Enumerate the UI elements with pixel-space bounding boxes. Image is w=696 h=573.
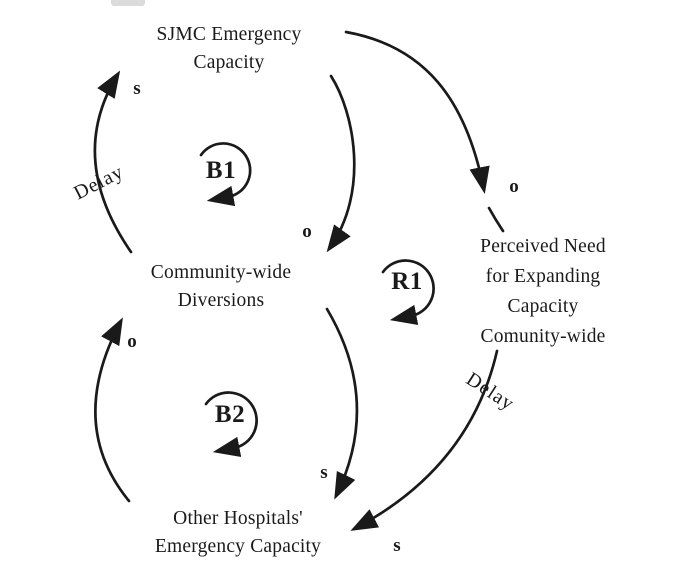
arrow-other-to-diversions <box>94 317 131 503</box>
loop-label-b2: B2 <box>214 401 246 428</box>
node-other-line1: Other Hospitals' <box>173 508 303 529</box>
node-diversions-line2: Diversions <box>177 290 265 311</box>
node-diversions-line1: Community-wide <box>150 262 292 283</box>
arrow-diversions-to-sjmc <box>93 70 133 254</box>
node-other-line2: Emergency Capacity <box>154 536 322 557</box>
polarity-other-to-diversions: o <box>127 331 137 352</box>
polarity-perceived-to-other: s <box>393 535 401 556</box>
node-other-hospitals-emergency-capacity: Other Hospitals' Emergency Capacity <box>155 505 321 561</box>
node-community-wide-diversions: Community-wide Diversions <box>151 259 291 315</box>
node-perceived-need: Perceived Need for Expanding Capacity Co… <box>480 232 606 352</box>
arrow-perceived-to-other <box>350 349 499 531</box>
node-sjmc-line2: Capacity <box>193 52 265 73</box>
loop-r1-arc <box>381 259 435 326</box>
arrow-sjmc-to-perceived-tail <box>487 206 505 233</box>
polarity-sjmc-to-perceived: o <box>509 176 519 197</box>
loop-label-b1: B1 <box>205 157 237 184</box>
node-perceived-line4: Comunity-wide <box>480 326 606 347</box>
arrow-sjmc-to-diversions <box>326 74 356 253</box>
arrow-sjmc-to-perceived <box>344 30 490 194</box>
arrow-diversions-to-other <box>325 307 359 500</box>
node-sjmc-line1: SJMC Emergency <box>156 24 302 45</box>
loop-b1-arc <box>199 142 252 207</box>
polarity-diversions-to-other: s <box>320 462 328 483</box>
node-sjmc-emergency-capacity: SJMC Emergency Capacity <box>157 21 302 77</box>
scan-artifact <box>111 0 145 6</box>
loop-b2-arc <box>204 391 258 458</box>
polarity-diversions-to-sjmc: s <box>133 78 141 99</box>
node-perceived-line1: Perceived Need <box>480 236 606 257</box>
loop-label-r1: R1 <box>391 268 423 295</box>
polarity-sjmc-to-diversions: o <box>302 221 312 242</box>
node-perceived-line2: for Expanding <box>485 266 601 287</box>
node-perceived-line3: Capacity <box>507 296 579 317</box>
